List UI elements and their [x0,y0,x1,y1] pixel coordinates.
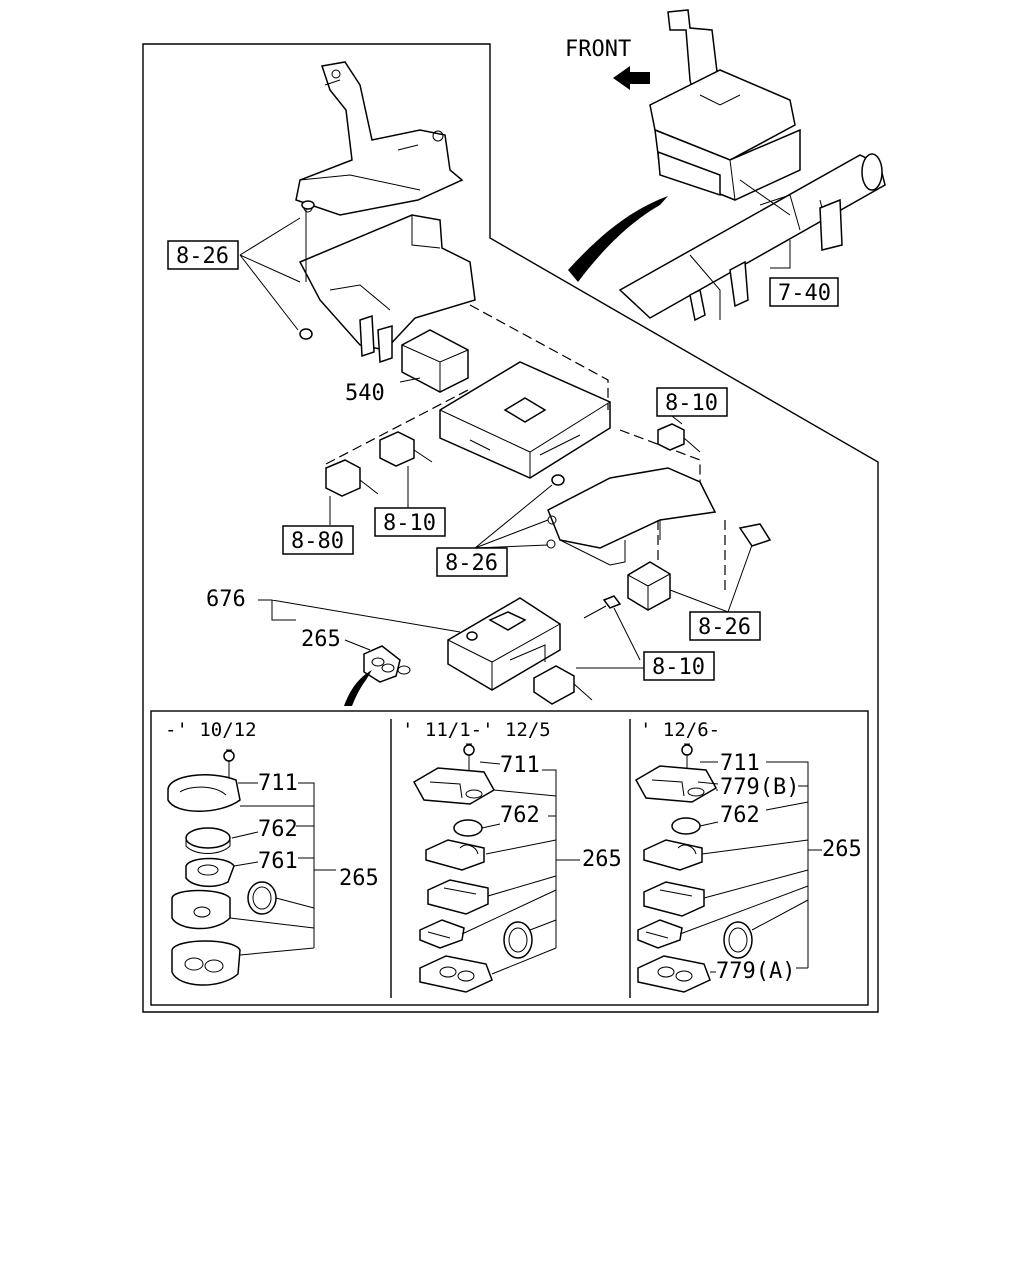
harness-dash-2 [469,304,609,410]
variant-1-header: -' 10/12 [165,719,257,741]
relay-540: 540 [345,329,469,406]
callout-8-10-bottom: 8-10 [652,655,705,680]
screw-icon [463,744,475,756]
main-frame [142,43,879,1013]
variant-3: ' 12/6- 711 779(B) 762 265 779(A) [634,719,862,993]
connector-8-80: 8-80 [282,459,379,555]
fob-arrow-icon [344,670,372,706]
upper-bracket: 8-26 [167,61,476,364]
pointer-arrow-icon [568,196,668,282]
harness-dash-1 [325,389,469,465]
v1-part-711: 711 [258,771,298,796]
callout-540: 540 [345,381,385,406]
v1-part-761: 761 [258,849,298,874]
keyless-unit: 8-10 676 265 [206,587,715,705]
v2-part-265: 265 [582,847,622,872]
callout-8-80: 8-80 [291,529,344,554]
variant-1: -' 10/12 711 762 761 265 [165,719,379,986]
v3-part-265: 265 [822,837,862,862]
v3-part-779a: 779(A) [716,959,795,984]
vehicle-inset: FRONT 7-40 [565,9,886,322]
middle-bracket: 8-26 [436,467,772,577]
key-fob [344,645,411,706]
callout-265-main: 265 [301,627,341,652]
front-label: FRONT [565,37,631,62]
front-arrow-icon [613,66,650,90]
control-unit [439,361,611,479]
callout-676: 676 [206,587,246,612]
v2-part-711: 711 [500,753,540,778]
variant-2-header: ' 11/1-' 12/5 [402,719,551,741]
callout-8-26-right: 8-26 [698,615,751,640]
variant-2: ' 11/1-' 12/5 711 762 265 [402,719,622,993]
v1-part-762: 762 [258,817,298,842]
connector-8-10-left: 8-10 [374,431,446,537]
v3-part-779b: 779(B) [720,775,799,800]
callout-8-10-right: 8-10 [665,391,718,416]
screw-icon [223,750,235,762]
connector-8-10-right: 8-10 [656,387,728,453]
v2-part-762: 762 [500,803,540,828]
relay-right: 8-26 [583,520,761,661]
v3-part-762: 762 [720,803,760,828]
v1-part-265: 265 [339,866,379,891]
callout-7-40: 7-40 [778,281,831,306]
callout-8-26-mid: 8-26 [445,551,498,576]
v3-part-711: 711 [720,751,760,776]
screw-icon [681,744,693,756]
callout-8-26-top: 8-26 [176,244,229,269]
variant-panel [150,710,869,1006]
variant-3-header: ' 12/6- [640,719,720,741]
callout-8-10-left: 8-10 [383,511,436,536]
